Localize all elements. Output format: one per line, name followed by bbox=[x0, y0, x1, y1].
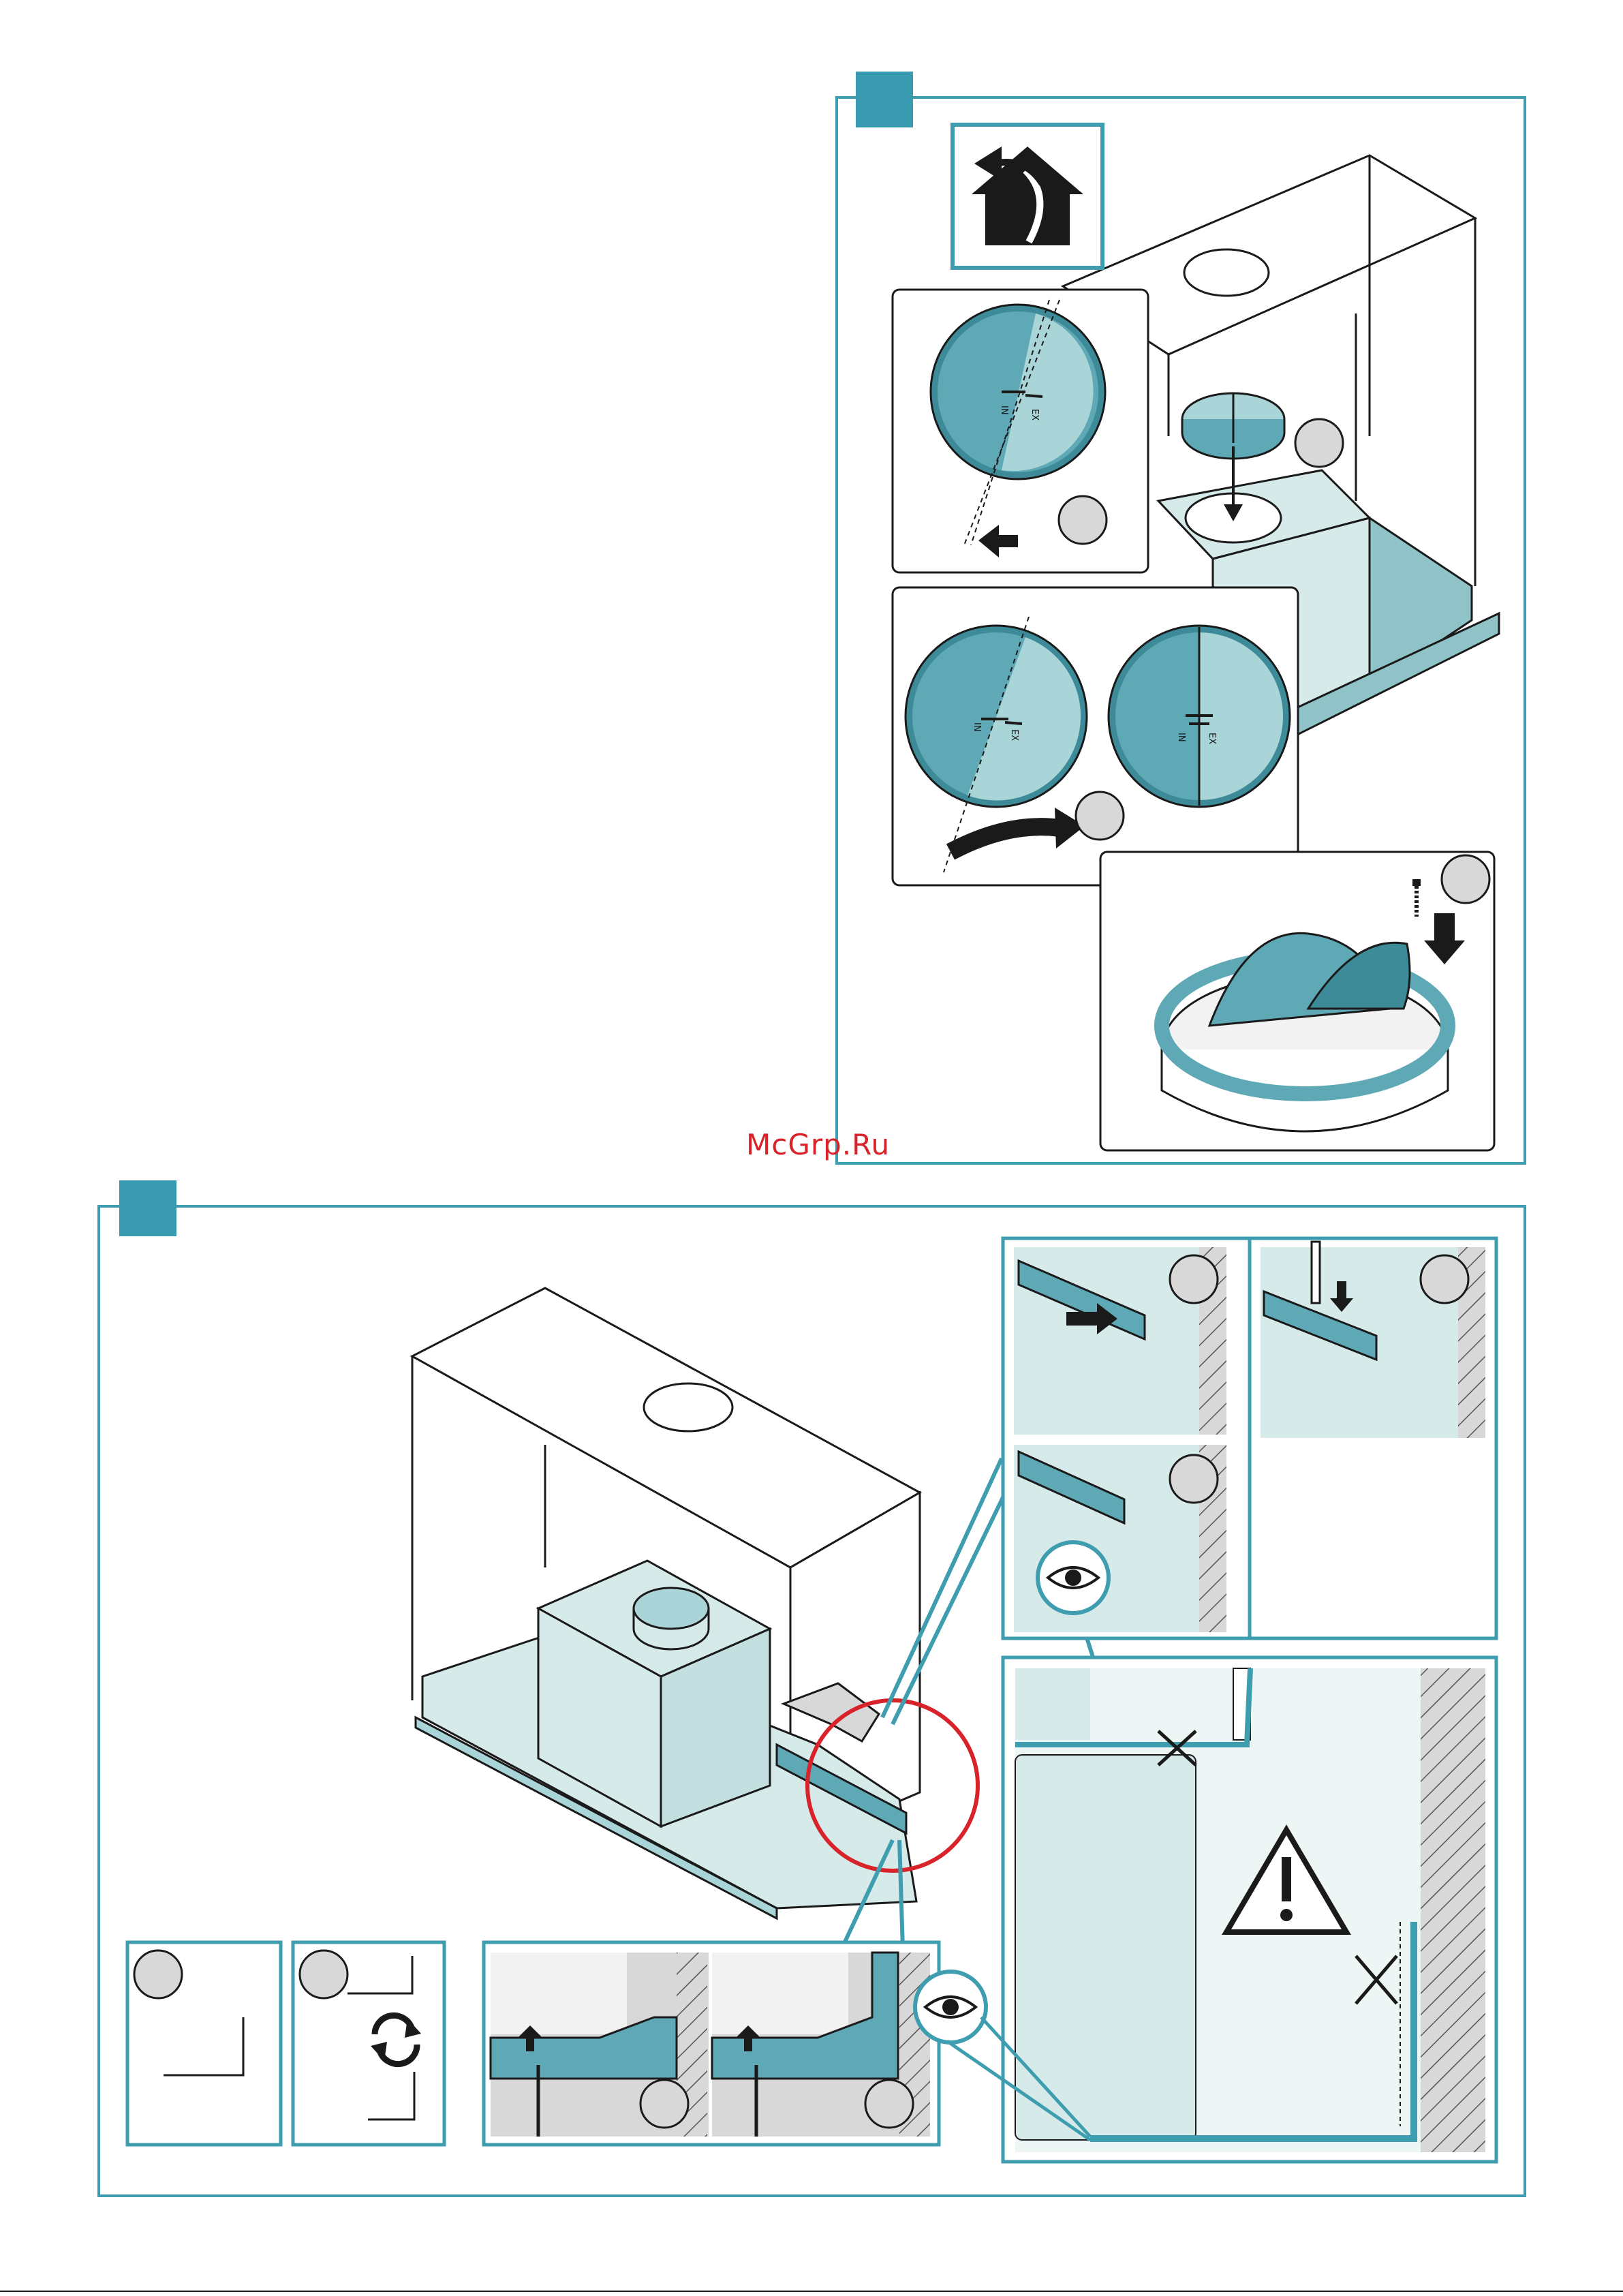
step-number-circle bbox=[1421, 1255, 1468, 1303]
detail-corner-align bbox=[127, 1942, 281, 2145]
detail-bracket-insert bbox=[1003, 1238, 1496, 1638]
eye-icon bbox=[1038, 1542, 1109, 1613]
disc-label-in: IN bbox=[1176, 733, 1186, 742]
step-badge-bottom bbox=[119, 1180, 176, 1236]
step-number-circle bbox=[1442, 855, 1489, 903]
step-number-circle bbox=[640, 2080, 688, 2128]
step-badge-top bbox=[856, 72, 913, 127]
step-number-circle bbox=[1170, 1255, 1218, 1303]
step-number-circle bbox=[1076, 792, 1124, 840]
detail-bracket-lift bbox=[484, 1942, 1090, 2145]
disc-label-ex: EX bbox=[1207, 733, 1217, 744]
ducted-installation-house-icon bbox=[953, 125, 1102, 268]
eye-icon bbox=[915, 1972, 986, 2042]
disc-label-ex: EX bbox=[1009, 729, 1019, 741]
step-number-circle bbox=[1295, 419, 1343, 467]
disc-label-in: IN bbox=[972, 722, 982, 732]
detail-disc-alignment: IN EX bbox=[893, 290, 1148, 572]
step-number-circle bbox=[865, 2080, 913, 2128]
detail-warning-panel bbox=[1003, 1657, 1496, 2162]
step-top-panel: IN EX IN EX IN EX bbox=[837, 72, 1525, 1163]
step-number-circle bbox=[1170, 1455, 1218, 1503]
step-number-circle bbox=[300, 1950, 347, 1998]
disc-label-ex: EX bbox=[1030, 409, 1040, 420]
detail-damper-fitted bbox=[1100, 852, 1494, 1150]
detail-corner-rotate bbox=[293, 1942, 444, 2145]
step-number-circle bbox=[134, 1950, 182, 1998]
step-bottom-panel bbox=[99, 1180, 1525, 2196]
detail-disc-rotation: IN EX IN EX bbox=[893, 587, 1298, 885]
disc-label-in: IN bbox=[999, 405, 1009, 415]
step-number-circle bbox=[1059, 496, 1107, 544]
screwdriver-icon bbox=[1312, 1242, 1320, 1303]
watermark: McGrp.Ru bbox=[746, 1128, 890, 1161]
